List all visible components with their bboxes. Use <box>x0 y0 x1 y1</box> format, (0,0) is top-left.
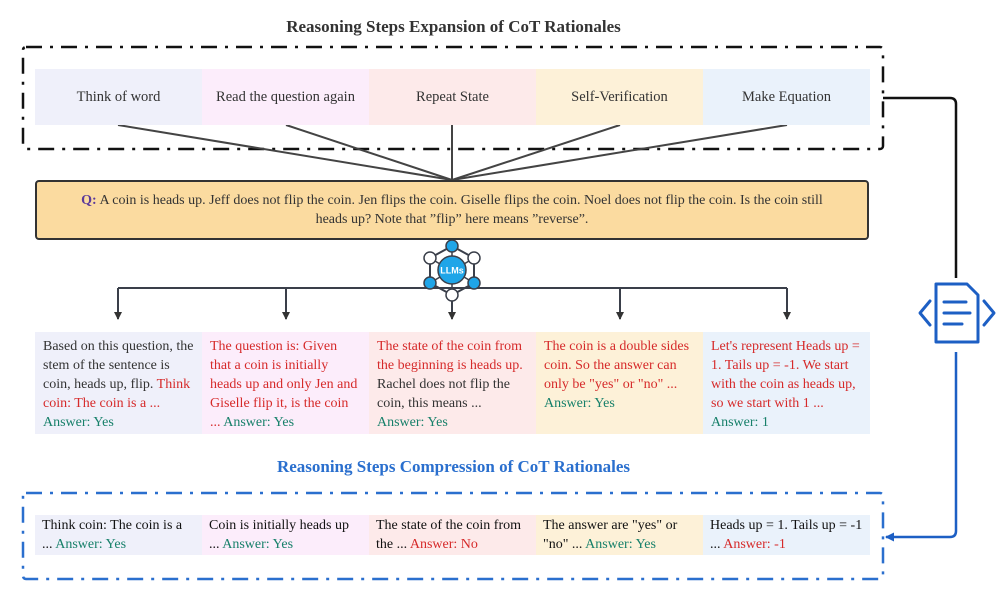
strategy-self-verification: Self-Verification <box>536 69 703 125</box>
compressed-card-text: Think coin: The coin is a ... <box>42 518 183 552</box>
expanded-card-answer: Answer: 1 <box>711 415 769 430</box>
compressed-card-read-question-again: Coin is initially heads up ... Answer: Y… <box>202 515 369 555</box>
compressed-card-answer: Answer: Yes <box>55 537 127 552</box>
expanded-card-answer: Answer: Yes <box>544 396 615 411</box>
expanded-card-think-of-word: Based on this question, the stem of the … <box>35 332 202 434</box>
compressed-card-text: Coin is initially heads up ... <box>209 518 349 552</box>
llm-network-icon: LLMs <box>423 239 481 302</box>
compression-frame <box>21 491 885 581</box>
question-text: A coin is heads up. Jeff does not flip t… <box>96 193 823 227</box>
expansion-frame <box>21 45 885 151</box>
compressed-card-text: Heads up = 1. Tails up = -1 ... <box>710 518 863 552</box>
expanded-card-body: Think coin: The coin is a ... <box>43 377 191 411</box>
compressed-card-think-of-word: Think coin: The coin is a ... Answer: Ye… <box>35 515 202 555</box>
expanded-card-make-equation: Let's represent Heads up = 1. Tails up =… <box>703 332 870 434</box>
expanded-card-body: The coin is a double sides coin. So the … <box>544 339 690 392</box>
strategy-repeat-state: Repeat State <box>369 69 536 125</box>
compressed-card-text: The answer are "yes" or "no" ... <box>543 518 678 552</box>
expanded-card-body: The state of the coin from the beginning… <box>377 339 523 373</box>
strategy-think-of-word: Think of word <box>35 69 202 125</box>
question-text-wrap: Q: A coin is heads up. Jeff does not fli… <box>77 191 827 229</box>
expanded-card-body: Let's represent Heads up = 1. Tails up =… <box>711 339 860 411</box>
question-box: Q: A coin is heads up. Jeff does not fli… <box>35 180 869 240</box>
strategy-read-question-again: Read the question again <box>202 69 369 125</box>
compressed-card-answer: Answer: Yes <box>222 537 294 552</box>
compressed-card-answer: Answer: No <box>409 537 478 552</box>
expanded-card-answer: Answer: Yes <box>223 415 295 430</box>
compressor-to-compression-arrow <box>885 352 958 542</box>
compressed-card-self-verification: The answer are "yes" or "no" ... Answer:… <box>536 515 703 555</box>
compressed-card-answer: Answer: -1 <box>723 537 786 552</box>
expanded-card-answer: Answer: Yes <box>43 415 114 430</box>
expanded-card-read-question-again: The question is: Given that a coin is in… <box>202 332 369 434</box>
strategy-make-equation: Make Equation <box>703 69 870 125</box>
expansion-to-compressor-line <box>883 96 958 278</box>
question-label: Q: <box>81 193 97 208</box>
expanded-card-lead: Based on this question, the stem of the … <box>43 339 194 392</box>
compressed-card-answer: Answer: Yes <box>585 537 656 552</box>
compression-title: Reasoning Steps Compression of CoT Ratio… <box>276 457 631 476</box>
compressed-card-make-equation: Heads up = 1. Tails up = -1 ... Answer: … <box>703 515 870 555</box>
expansion-title: Reasoning Steps Expansion of CoT Rationa… <box>286 17 621 36</box>
expanded-card-body: The question is: Given that a coin is in… <box>210 339 358 430</box>
compressed-card-repeat-state: The state of the coin from the ... Answe… <box>369 515 536 555</box>
expanded-card-self-verification: The coin is a double sides coin. So the … <box>536 332 703 434</box>
llm-label: LLMs <box>440 266 464 276</box>
compressed-card-text: The state of the coin from the ... <box>376 518 522 552</box>
expanded-card-repeat-state: The state of the coin from the beginning… <box>369 332 536 434</box>
fan-in-lines <box>117 124 788 181</box>
expanded-card-answer: Answer: Yes <box>377 415 448 430</box>
expanded-card-body-continued: Rachel does not flip the coin, this mean… <box>377 377 510 411</box>
compress-document-icon <box>918 282 996 344</box>
